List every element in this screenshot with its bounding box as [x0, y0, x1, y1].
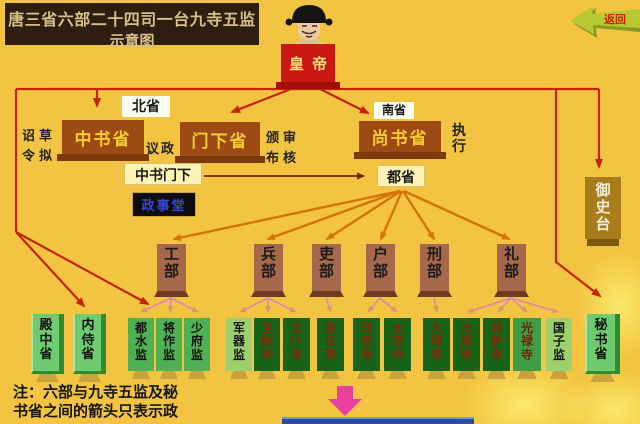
annotation-execution: 执行 — [452, 122, 466, 154]
ministry-box-gongbu: 工部 — [154, 244, 189, 297]
agency-stand — [549, 371, 569, 379]
big-down-arrow — [328, 386, 362, 416]
zhongshu-sheng-box: 中书省 — [57, 120, 149, 161]
title-line-2: 示意图 — [109, 33, 155, 50]
ministry-stand — [494, 291, 529, 297]
menxia-sheng-label: 门下省 — [191, 131, 249, 151]
bottom-navy-box — [282, 417, 474, 424]
south-province-label: 南省 — [374, 102, 414, 119]
agency-box: 都水监 — [128, 318, 154, 379]
agency-stand — [357, 371, 376, 379]
ministry-stand — [417, 291, 452, 297]
yushitai-box: 御史台 — [585, 177, 621, 246]
ministry-box-libu-rites: 礼部 — [494, 244, 529, 297]
agency-stand — [388, 371, 407, 379]
agency-stand — [287, 371, 306, 379]
agency-box: 内侍省 — [73, 314, 106, 382]
ministry-box-xingbu: 刑部 — [417, 244, 452, 297]
zhengshitang-box: 政事堂 — [132, 192, 196, 217]
emperor-box-base — [276, 82, 340, 89]
emperor-label-box: 皇帝 — [276, 44, 340, 89]
agency-stand — [77, 374, 102, 382]
agency-stand — [487, 371, 506, 379]
ministry-stand — [251, 291, 286, 297]
return-label: 返回 — [604, 12, 626, 26]
agency-stand — [187, 371, 207, 379]
agency-box: 将作监 — [156, 318, 182, 379]
zhongshu-sheng-label: 中书省 — [74, 129, 132, 149]
shangshu-sheng-box: 尚书省 — [354, 121, 446, 159]
agency-stand — [590, 374, 615, 382]
agency-box: 太仆寺 — [283, 318, 310, 379]
agency-box: 国子监 — [546, 318, 572, 379]
north-province-label: 北省 — [122, 96, 170, 117]
menxia-base — [175, 156, 265, 163]
agency-box: 少府监 — [184, 318, 210, 379]
footnote-line-1: 注：六部与九寺五监及秘 — [13, 384, 179, 401]
shangshu-base — [354, 152, 446, 159]
ministry-stand — [309, 291, 344, 297]
return-arrow-icon — [570, 6, 640, 34]
ministry-stand — [154, 291, 189, 297]
footnote-line-2: 书省之间的箭头只表示政 — [13, 403, 179, 420]
agency-box: 光禄寺 — [513, 318, 541, 379]
title-box: 唐三省六部二十四司一台九寺五监 示意图 — [5, 3, 259, 50]
agency-stand — [131, 371, 151, 379]
agency-stand — [229, 371, 249, 379]
agency-box: 鸿胪寺 — [483, 318, 510, 379]
agency-stand — [457, 371, 476, 379]
agency-box: 军器监 — [226, 318, 252, 379]
yushitai-base — [587, 239, 619, 246]
ministry-stand — [363, 291, 398, 297]
agency-box: 宗正寺 — [317, 318, 344, 379]
emperor-portrait — [285, 5, 333, 46]
agency-stand — [517, 371, 537, 379]
annotation-promulgate-review: 颁审 布核 — [266, 130, 301, 165]
agency-box: 卫尉寺 — [254, 318, 280, 379]
footnote: 注：六部与九寺五监及秘 书省之间的箭头只表示政 — [13, 383, 243, 421]
title-line-1: 唐三省六部二十四司一台九寺五监 — [8, 12, 256, 29]
agency-stand — [257, 371, 277, 379]
annotation-drafting: 诏草 令拟 — [22, 128, 57, 163]
agency-stand — [35, 374, 60, 382]
menxia-sheng-box: 门下省 — [175, 122, 265, 163]
zhongshu-menxia-box: 中书门下 — [124, 163, 202, 185]
ministry-box-bingbu: 兵部 — [251, 244, 286, 297]
dusheng-box: 都省 — [377, 165, 425, 187]
zhongshu-base — [57, 154, 149, 161]
agency-stand — [321, 371, 340, 379]
yushitai-label: 御史台 — [595, 182, 611, 233]
agency-box: 太府寺 — [384, 318, 411, 379]
ministry-box-hubu: 户部 — [363, 244, 398, 297]
ministry-box-libu-personnel: 吏部 — [309, 244, 344, 297]
agency-stand — [427, 371, 446, 379]
agency-box: 大理寺 — [423, 318, 450, 379]
emperor-label: 皇帝 — [289, 55, 336, 73]
agency-box: 秘书省 — [585, 314, 620, 382]
agency-box: 殿中省 — [31, 314, 64, 382]
agency-stand — [159, 371, 179, 379]
agency-box: 司农寺 — [353, 318, 380, 379]
return-button[interactable]: 返回 — [570, 4, 640, 50]
agency-box: 太常寺 — [453, 318, 480, 379]
shangshu-sheng-label: 尚书省 — [371, 129, 429, 148]
annotation-deliberation: 议政 — [146, 141, 177, 156]
